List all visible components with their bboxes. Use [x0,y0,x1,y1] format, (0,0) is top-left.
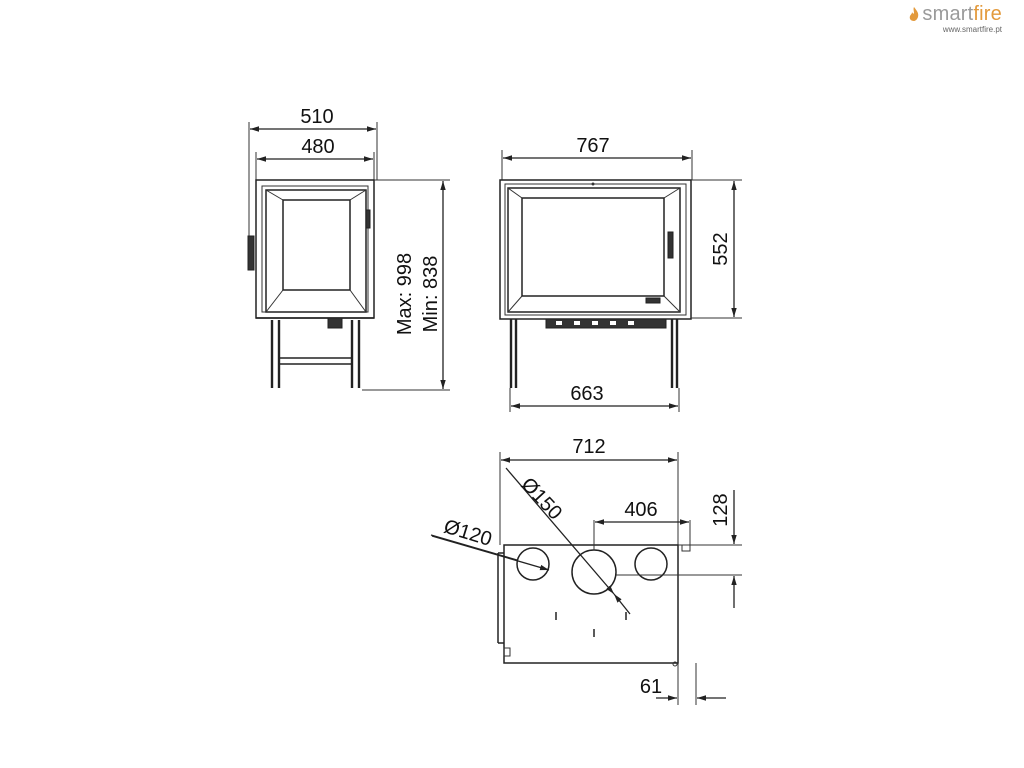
front-stove-body [499,179,692,320]
front-legs [509,319,679,388]
front-view: 767 663 [499,135,742,412]
brand-name-part1: smart [922,3,974,25]
dim-text-480: 480 [301,136,334,158]
front-control-bar [545,318,667,329]
dim-text-552: 552 [710,232,732,265]
side-door-glass [282,199,351,291]
dim-text-712: 712 [572,436,605,458]
side-door-frame [265,189,367,313]
dim-text-61: 61 [640,676,662,698]
front-door-glass [521,197,665,297]
leader-150 [505,467,615,595]
flue-hole-small-right [634,547,668,581]
top-stove-body [503,544,679,664]
dim-text-128: 128 [710,493,732,526]
dim-text-510: 510 [300,106,333,128]
brand-url: www.smartfire.pt [942,25,1002,34]
side-legs [270,320,361,388]
dim-text-767: 767 [576,135,609,157]
dim-text-663: 663 [570,383,603,405]
flue-hole-small-left [516,547,550,581]
dim-text-max: Max: 998 [394,253,416,335]
side-view: 510 480 Max: 998 [247,106,450,391]
top-view: 712 Ø150 Ø120 406 128 [430,436,742,705]
side-handle [247,235,255,271]
flame-icon [910,7,919,21]
dim-text-150: Ø150 [517,474,566,525]
leader-120 [431,535,550,571]
flue-hole-large [571,549,617,595]
dim-text-min: Min: 838 [420,256,442,333]
dim-text-406: 406 [624,499,657,521]
front-door-frame [507,187,681,313]
brand-name-part2: fire [973,3,1002,25]
